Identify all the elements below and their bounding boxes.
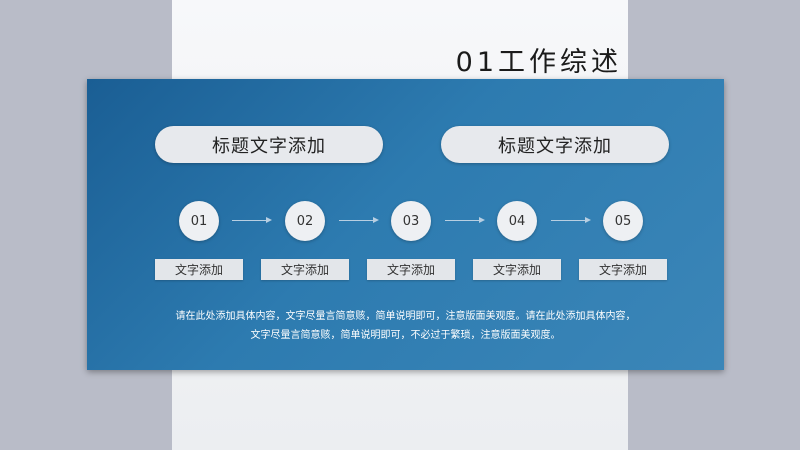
description-text: 请在此处添加具体内容，文字尽量言简意赅，简单说明即可，注意版面美观度。请在此处添…	[127, 307, 684, 345]
step-circle-2: 02	[285, 201, 325, 241]
arrow-4	[551, 217, 591, 223]
step-label-4: 文字添加	[473, 259, 561, 280]
heading-pill-right: 标题文字添加	[441, 126, 669, 163]
arrow-1	[232, 217, 272, 223]
description-line-2: 文字尽量言简意赅，简单说明即可，不必过于繁琐，注意版面美观度。	[250, 330, 561, 341]
slide-title: 01工作综述	[455, 47, 622, 78]
step-circle-5: 05	[603, 201, 643, 241]
step-circle-1: 01	[179, 201, 219, 241]
step-circle-3: 03	[391, 201, 431, 241]
step-label-5: 文字添加	[579, 259, 667, 280]
description-line-1: 请在此处添加具体内容，文字尽量言简意赅，简单说明即可，注意版面美观度。请在此处添…	[175, 311, 636, 322]
step-label-2: 文字添加	[261, 259, 349, 280]
arrow-3	[445, 217, 485, 223]
step-circle-4: 04	[497, 201, 537, 241]
content-panel: 标题文字添加 标题文字添加 01 02 03 04 05 文字添加 文字添加 文…	[87, 79, 724, 370]
step-label-3: 文字添加	[367, 259, 455, 280]
heading-pill-left: 标题文字添加	[155, 126, 383, 163]
step-label-1: 文字添加	[155, 259, 243, 280]
arrow-2	[339, 217, 379, 223]
